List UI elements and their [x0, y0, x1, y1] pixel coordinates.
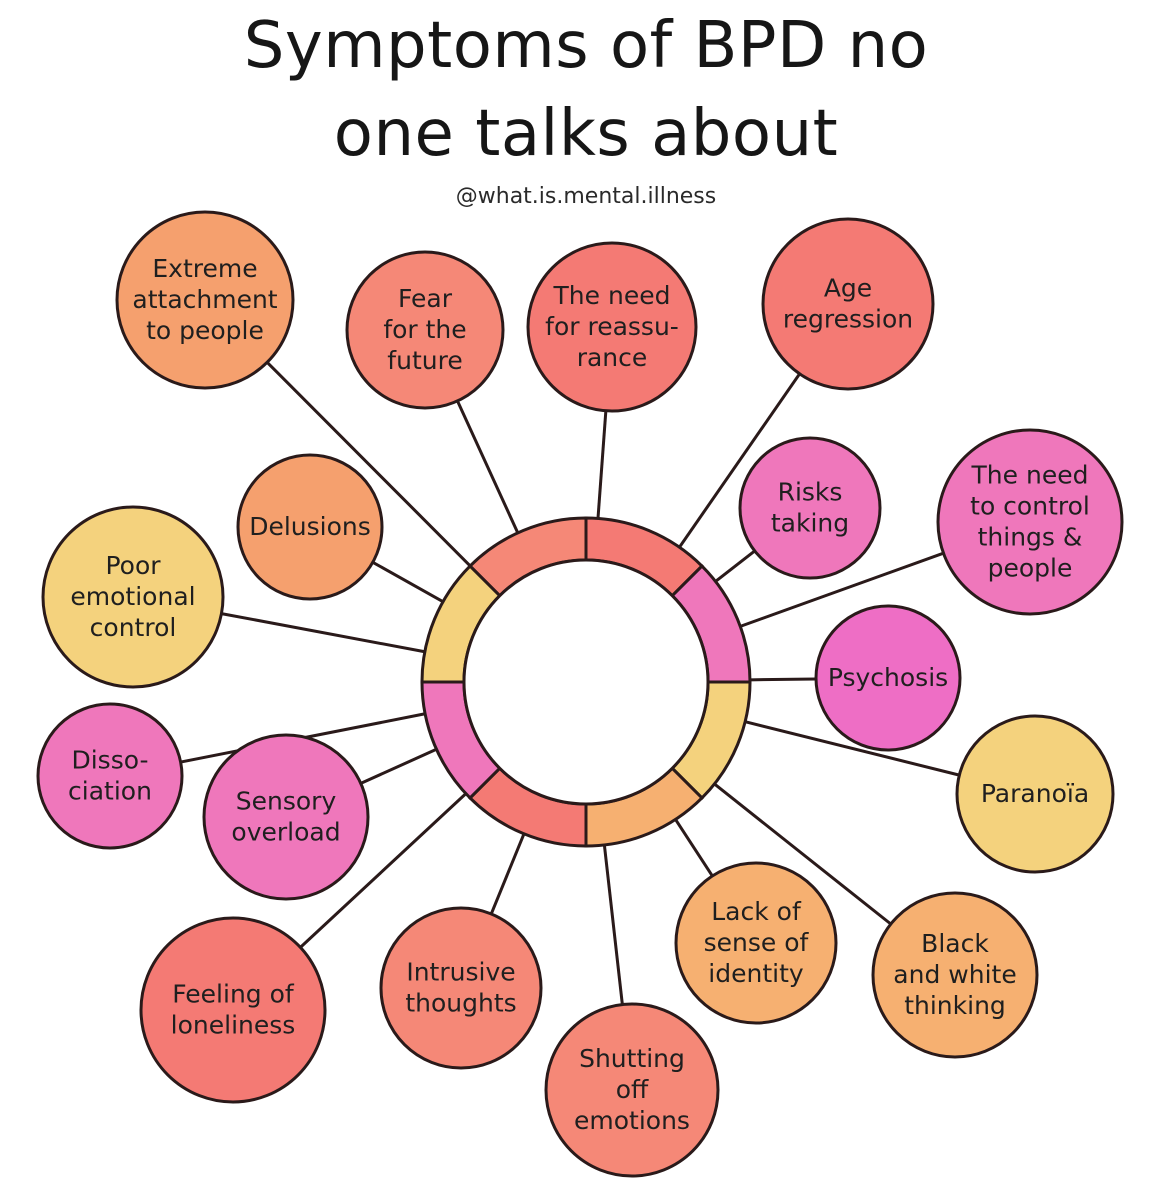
- bubble-label-shutting-off-1: off: [616, 1075, 649, 1104]
- connector-lack-identity: [674, 818, 714, 877]
- bubble-circle-age-regression: [761, 217, 935, 391]
- bubble-label-lack-identity-1: sense of: [704, 928, 810, 957]
- bubble-label-intrusive-thoughts-0: Intrusive: [406, 958, 515, 987]
- bubble-label-need-control-3: people: [988, 554, 1073, 583]
- bubble-label-risks-taking-1: taking: [771, 509, 849, 538]
- ring-center: [462, 558, 710, 806]
- symptom-bubble-dissociation: Disso-ciation: [36, 702, 184, 850]
- bubble-circle-need-reassurance: [526, 241, 698, 413]
- connector-extreme-attachment: [266, 361, 472, 567]
- bubble-label-fear-future-0: Fear: [398, 284, 453, 313]
- connector-loneliness: [299, 792, 467, 949]
- bubble-label-extreme-attachment-0: Extreme: [152, 254, 257, 283]
- connector-poor-emotional-control: [221, 612, 426, 654]
- connector-black-white-thinking: [713, 782, 892, 926]
- bubble-label-risks-taking-0: Risks: [778, 478, 843, 507]
- page-title-line-1: Symptoms of BPD no: [243, 9, 929, 83]
- bubble-label-poor-emotional-control-2: control: [90, 613, 177, 642]
- bubble-label-need-reassurance-2: rance: [577, 343, 648, 372]
- bubble-label-fear-future-2: future: [387, 346, 462, 375]
- bubble-circle-lack-identity: [674, 861, 838, 1025]
- connector-psychosis: [749, 677, 817, 682]
- bubble-label-sensory-overload-1: overload: [231, 818, 340, 847]
- bubble-label-dissociation-1: ciation: [68, 777, 152, 806]
- connector-need-control: [739, 551, 944, 628]
- connector-sensory-overload: [360, 747, 438, 785]
- bubble-circle-poor-emotional-control: [41, 505, 225, 689]
- bubble-label-age-regression-0: Age: [824, 274, 872, 303]
- bubble-label-extreme-attachment-2: to people: [146, 316, 264, 345]
- bubble-label-lack-identity-0: Lack of: [711, 897, 802, 926]
- bubble-label-black-white-thinking-2: thinking: [904, 991, 1006, 1020]
- connector-risks-taking: [714, 549, 756, 583]
- bubble-circle-need-control: [936, 428, 1124, 616]
- bubble-label-poor-emotional-control-0: Poor: [105, 551, 161, 580]
- bubble-label-need-reassurance-0: The need: [553, 281, 671, 310]
- bubble-label-fear-future-1: for the: [383, 315, 466, 344]
- bubble-label-need-control-2: things &: [978, 523, 1083, 552]
- bubble-circle-delusions: [236, 453, 384, 601]
- bubble-label-loneliness-1: loneliness: [171, 1011, 296, 1040]
- bubble-label-sensory-overload-0: Sensory: [236, 787, 337, 816]
- bubble-label-poor-emotional-control-1: emotional: [70, 582, 195, 611]
- connector-delusions: [372, 560, 444, 604]
- bubble-circle-sensory-overload: [202, 733, 370, 901]
- center-ring: [420, 516, 752, 848]
- bubble-circle-psychosis: [814, 604, 962, 752]
- bubble-circle-shutting-off: [544, 1002, 720, 1178]
- bubble-circle-extreme-attachment: [115, 210, 295, 390]
- bubble-label-loneliness-0: Feeling of: [172, 980, 295, 1009]
- bubble-label-dissociation-0: Disso-: [71, 746, 148, 775]
- bubble-label-paranoia-0: Paranoïa: [981, 779, 1089, 808]
- connector-shutting-off: [602, 844, 624, 1005]
- connector-paranoia: [744, 720, 960, 777]
- bubble-label-age-regression-1: regression: [783, 305, 913, 334]
- bubble-label-delusions-0: Delusions: [249, 512, 371, 541]
- author-credit: @what.is.mental.illness: [455, 184, 717, 209]
- bubble-label-lack-identity-2: identity: [708, 959, 804, 988]
- symptom-bubble-psychosis: Psychosis: [814, 604, 962, 752]
- bubble-label-need-control-1: to control: [970, 492, 1090, 521]
- bubble-circle-loneliness: [139, 916, 327, 1104]
- bubble-label-black-white-thinking-1: and white: [893, 960, 1016, 989]
- connector-need-reassurance: [596, 410, 608, 519]
- bubble-circle-paranoia: [955, 714, 1115, 874]
- bubble-circle-fear-future: [345, 250, 505, 410]
- bubble-circle-intrusive-thoughts: [379, 906, 543, 1070]
- connector-lines: [180, 361, 960, 1005]
- bubble-circle-black-white-thinking: [871, 891, 1039, 1059]
- page-title-line-2: one talks about: [333, 97, 839, 171]
- bubble-label-shutting-off-0: Shutting: [579, 1044, 685, 1073]
- bubble-label-need-control-0: The need: [971, 461, 1089, 490]
- symptom-bubble-delusions: Delusions: [236, 453, 384, 601]
- bubble-label-psychosis-0: Psychosis: [828, 663, 948, 692]
- bubble-circle-risks-taking: [738, 436, 882, 580]
- bubble-label-black-white-thinking-0: Black: [921, 929, 989, 958]
- bubble-label-intrusive-thoughts-1: thoughts: [405, 989, 516, 1018]
- symptom-bubble-paranoia: Paranoïa: [955, 714, 1115, 874]
- bubble-label-shutting-off-2: emotions: [574, 1106, 690, 1135]
- connector-intrusive-thoughts: [489, 833, 526, 915]
- connector-age-regression: [678, 373, 801, 549]
- bubble-label-extreme-attachment-1: attachment: [132, 285, 277, 314]
- connector-fear-future: [456, 400, 520, 534]
- bubble-label-need-reassurance-1: for reassu-: [545, 312, 679, 341]
- bubble-circle-dissociation: [36, 702, 184, 850]
